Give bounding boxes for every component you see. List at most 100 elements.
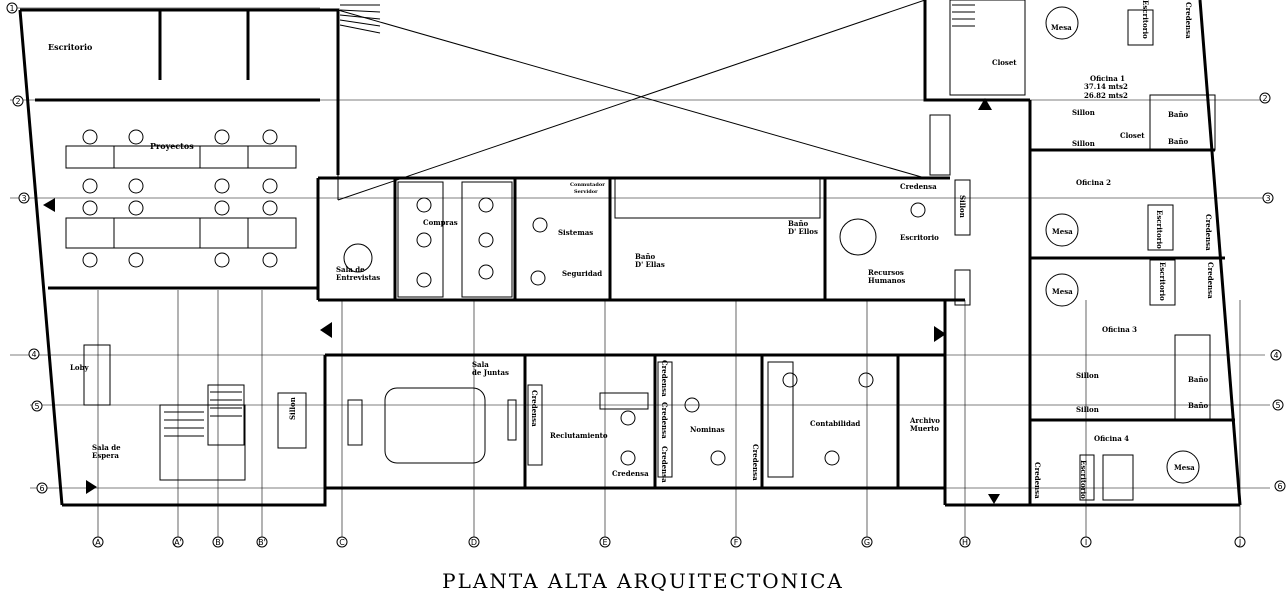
label-line: Contabilidad	[810, 419, 860, 428]
label-line: Archivo	[909, 416, 940, 425]
svg-text:F: F	[734, 538, 739, 547]
label-line: Humanos	[868, 276, 905, 285]
label-line: Closet	[1120, 131, 1145, 140]
label-line: Sala de	[92, 443, 121, 452]
grid-row-bubble: 6	[36, 482, 48, 494]
label-compras: Compras	[423, 218, 458, 227]
label-line: Mesa	[1051, 23, 1072, 32]
room-labels: Escritorio Proyectos Compras Sistemas Se…	[48, 0, 1215, 499]
label-mesa-3: Mesa	[1052, 287, 1073, 296]
label-escritorio-o4: Escritorio	[1079, 460, 1088, 499]
label-seguridad: Seguridad	[562, 269, 602, 278]
grid-col-bubble: E	[599, 536, 611, 548]
label-mesa-4: Mesa	[1174, 463, 1195, 472]
label-line: Escritorio	[900, 233, 939, 242]
label-credenza-nom-1: Credensa	[660, 360, 669, 397]
label-credenza-nom-3: Credensa	[660, 446, 669, 483]
label-line: Baño	[1188, 401, 1209, 410]
grid-row-bubble: 5	[31, 400, 43, 412]
label-line: Mesa	[1052, 227, 1073, 236]
label-line: Oficina 4	[1094, 434, 1129, 443]
label-line: 37.14 mts2	[1084, 82, 1128, 91]
label-line: Oficina 1	[1090, 74, 1125, 83]
label-bano-o1a: Baño	[1168, 110, 1189, 119]
walls	[18, 0, 1242, 507]
label-contabilidad: Contabilidad	[810, 419, 860, 428]
label-line: Credensa	[660, 402, 669, 439]
label-oficina-4: Oficina 4	[1094, 434, 1129, 443]
svg-text:I: I	[1085, 538, 1087, 547]
label-credenza-o2: Credensa	[1204, 214, 1213, 251]
grid-col-bubble: J	[1234, 536, 1246, 548]
label-sillon-o1a: Sillon	[1072, 108, 1095, 117]
svg-text:4: 4	[31, 350, 36, 359]
svg-text:3: 3	[1265, 194, 1270, 203]
label-line: Baño	[1168, 137, 1189, 146]
label-line: Loby	[70, 363, 89, 372]
svg-text:B: B	[215, 538, 221, 547]
label-area-2: 26.82 mts2	[1084, 91, 1128, 100]
label-credenza-rh: Credensa	[900, 182, 937, 191]
label-bano-o3b: Baño	[1188, 401, 1209, 410]
label-line: Seguridad	[562, 269, 602, 278]
label-nominas: Nominas	[690, 425, 725, 434]
label-conmutador: Conmutador	[570, 182, 605, 188]
label-line: Escritorio	[1158, 262, 1167, 301]
label-line: Credensa	[660, 360, 669, 397]
label-line: Credensa	[751, 444, 760, 481]
label-mesa-1: Mesa	[1051, 23, 1072, 32]
svg-text:A': A'	[174, 538, 182, 547]
label-sillon-1: Sillon	[958, 195, 967, 218]
svg-text:6: 6	[39, 484, 44, 493]
grid-row-bubble: 2	[1259, 92, 1271, 104]
label-line: Sala	[472, 360, 489, 369]
grid-row-bubble: 6	[1274, 480, 1286, 492]
label-line: Servidor	[574, 189, 598, 195]
label-line: Recursos	[868, 268, 904, 277]
label-area-1: 37.14 mts2	[1084, 82, 1128, 91]
svg-text:1: 1	[9, 4, 14, 13]
label-proyectos: Proyectos	[150, 141, 194, 151]
label-reclutamiento: Reclutamiento	[550, 431, 608, 440]
label-credenza-cont: Credensa	[751, 444, 760, 481]
label-line: Baño	[788, 219, 809, 228]
label-oficina-3: Oficina 3	[1102, 325, 1137, 334]
label-bano-o1b: Baño	[1168, 137, 1189, 146]
label-line: Baño	[635, 252, 656, 261]
label-line: Sillon	[1076, 371, 1099, 380]
grid-row-bubble: 1	[6, 2, 18, 14]
label-line: Closet	[992, 58, 1017, 67]
label-line: Sala de	[336, 265, 365, 274]
label-sillon-o1b: Sillon	[1072, 139, 1095, 148]
label-sistemas: Sistemas	[558, 228, 593, 237]
svg-text:4: 4	[1273, 351, 1278, 360]
svg-text:6: 6	[1277, 482, 1282, 491]
svg-text:C: C	[339, 538, 345, 547]
label-sillon-o3a: Sillon	[1076, 371, 1099, 380]
grid-col-bubble: C	[336, 536, 348, 548]
svg-text:E: E	[602, 538, 607, 547]
label-line: Credensa	[612, 469, 649, 478]
label-line: Oficina 2	[1076, 178, 1111, 187]
label-line: Oficina 3	[1102, 325, 1137, 334]
label-line: Credensa	[660, 446, 669, 483]
svg-text:D: D	[471, 538, 477, 547]
grid-row-bubble: 5	[1272, 399, 1284, 411]
svg-text:2: 2	[15, 97, 20, 106]
svg-text:5: 5	[1275, 401, 1280, 410]
grid-row-bubble: 2	[12, 95, 24, 107]
label-closet-2: Closet	[1120, 131, 1145, 140]
label-line: Escritorio	[1141, 0, 1150, 39]
grid-col-bubble: F	[730, 536, 742, 548]
label-line: Nominas	[690, 425, 725, 434]
label-credenza-reclut: Credensa	[612, 469, 649, 478]
label-credenza-o4: Credensa	[1033, 462, 1042, 499]
svg-text:J: J	[1238, 538, 1241, 547]
label-bano-o3a: Baño	[1188, 375, 1209, 384]
label-escritorio-o2: Escritorio	[1155, 210, 1164, 249]
label-escritorio-1: Escritorio	[48, 42, 93, 52]
svg-text:G: G	[864, 538, 870, 547]
